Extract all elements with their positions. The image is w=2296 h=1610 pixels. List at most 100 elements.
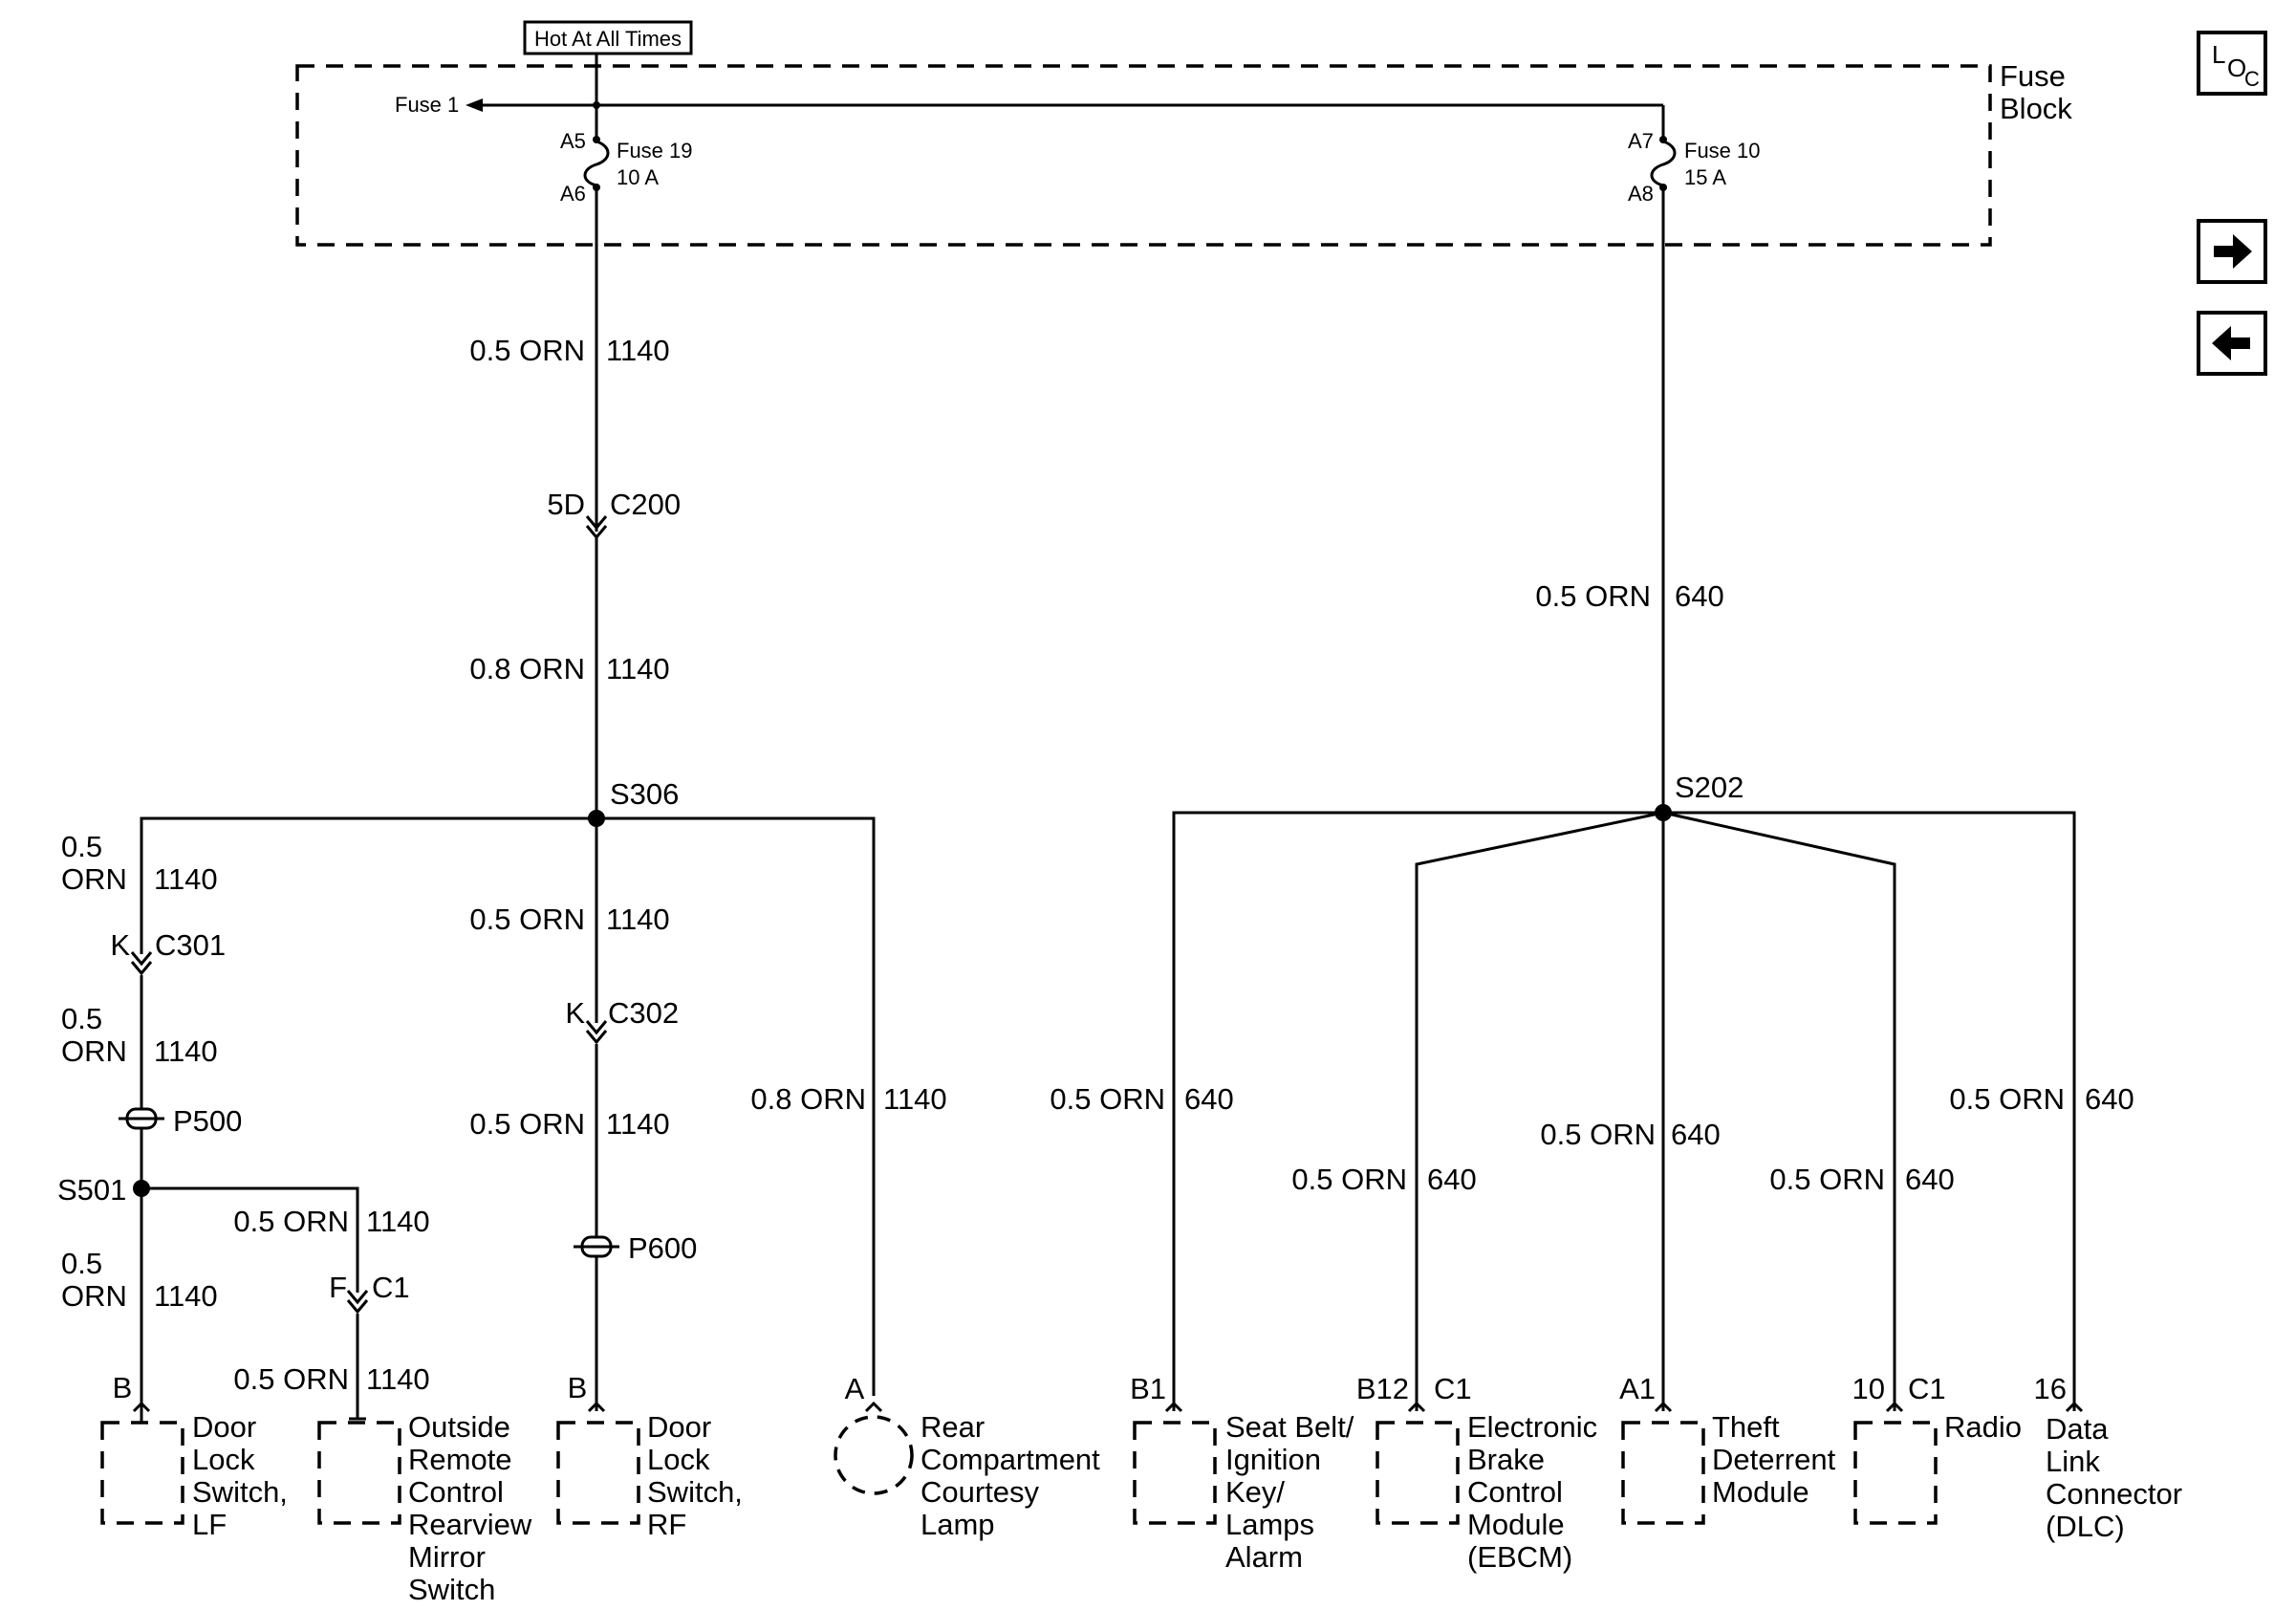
p500-label: P500 — [173, 1104, 242, 1138]
radio-w: 0.5 ORN — [1769, 1163, 1885, 1196]
ebcm-comp-5: (EBCM) — [1467, 1540, 1572, 1574]
seat-circ: 640 — [1184, 1082, 1234, 1116]
mirror-c1-pin: F — [329, 1271, 347, 1304]
back-arrow-icon — [2212, 326, 2250, 360]
c302-name: C302 — [608, 996, 679, 1030]
mirror-w2: 0.5 ORN — [233, 1362, 349, 1396]
ebcm-module — [1375, 1421, 1460, 1525]
theft-w: 0.5 ORN — [1540, 1118, 1656, 1151]
ebcm-pin: B12 — [1356, 1372, 1409, 1405]
mirror-w1-circ: 1140 — [366, 1205, 430, 1238]
wire-1140-circuit-a: 1140 — [606, 334, 670, 367]
c200-name: C200 — [610, 488, 681, 521]
lf-w2-b: ORN — [61, 1034, 127, 1068]
fuse10-name: Fuse 10 — [1684, 139, 1761, 163]
fuse19-name: Fuse 19 — [617, 139, 693, 163]
wire-1140-gauge-b: 0.8 ORN — [469, 652, 585, 685]
mirror-comp-2: Remote — [408, 1443, 512, 1476]
theft-deterrent-module — [1621, 1421, 1705, 1525]
seat-comp-2: Ignition — [1225, 1443, 1321, 1476]
rf-pin: B — [568, 1371, 588, 1404]
seat-w: 0.5 ORN — [1050, 1082, 1165, 1116]
theft-comp-2: Deterrent — [1712, 1443, 1836, 1476]
mirror-comp-5: Mirror — [408, 1540, 486, 1574]
s202-label: S202 — [1675, 771, 1744, 804]
loc-letter-l: L — [2212, 40, 2226, 69]
c301-pin: K — [110, 928, 130, 962]
lamp-comp-1: Rear — [921, 1410, 985, 1444]
lf-w1-b: ORN — [61, 862, 127, 896]
fuse19-pin-in: A5 — [560, 129, 586, 153]
mirror-w1: 0.5 ORN — [233, 1205, 349, 1238]
fuse1-arrow — [466, 98, 483, 112]
dlc-w: 0.5 ORN — [1949, 1082, 2065, 1116]
lamp-w-circ: 1140 — [883, 1082, 947, 1116]
lf-comp-3: Switch, — [192, 1475, 288, 1509]
fuse1-label: Fuse 1 — [395, 93, 459, 117]
radio — [1853, 1421, 1938, 1525]
wire-1140-circuit-b: 1140 — [606, 652, 670, 685]
seat-comp-5: Alarm — [1225, 1540, 1303, 1574]
ebcm-circ: 640 — [1427, 1163, 1477, 1196]
mirror-w2-circ: 1140 — [366, 1362, 430, 1396]
mirror-comp-4: Rearview — [408, 1508, 532, 1541]
mirror-comp-6: Switch — [408, 1573, 495, 1606]
fuse10-rating: 15 A — [1684, 165, 1726, 189]
fuse10-pin-in: A7 — [1628, 129, 1654, 153]
rf-comp-3: Switch, — [647, 1475, 743, 1509]
lf-door-lock-switch — [100, 1421, 184, 1525]
rf-comp-2: Lock — [647, 1443, 710, 1476]
rf-w2-circ: 1140 — [606, 1107, 670, 1141]
fuse19-rating: 10 A — [617, 165, 659, 189]
dlc-comp-4: (DLC) — [2046, 1510, 2125, 1543]
lamp-w: 0.8 ORN — [750, 1082, 866, 1116]
fuse-19 — [583, 105, 610, 382]
theft-circ: 640 — [1671, 1118, 1721, 1151]
rf-comp-1: Door — [647, 1410, 711, 1444]
hot-label: Hot At All Times — [534, 27, 682, 51]
c301-connector — [130, 951, 153, 976]
rf-w1-circ: 1140 — [606, 903, 670, 936]
p600-label: P600 — [628, 1231, 697, 1265]
wire-640-gauge: 0.5 ORN — [1535, 579, 1651, 613]
ebcm-conn: C1 — [1434, 1372, 1472, 1405]
lf-comp-2: Lock — [192, 1443, 255, 1476]
lf-w3-a: 0.5 — [61, 1247, 102, 1280]
radio-circ: 640 — [1905, 1163, 1955, 1196]
mirror-comp-1: Outside — [408, 1410, 510, 1444]
seat-comp-3: Key/ — [1225, 1475, 1285, 1509]
c301-name: C301 — [155, 928, 226, 962]
ebcm-comp-2: Brake — [1467, 1443, 1545, 1476]
p500-passthrough — [119, 1107, 164, 1130]
radio-comp-1: Radio — [1944, 1410, 2022, 1444]
radio-pin: 10 — [1852, 1372, 1885, 1405]
lf-w3-circ: 1140 — [154, 1279, 218, 1313]
lf-w2-a: 0.5 — [61, 1002, 102, 1035]
forward-button[interactable] — [2197, 219, 2267, 284]
dlc-comp-2: Link — [2046, 1445, 2100, 1478]
c200-connector — [585, 382, 608, 818]
s501-label: S501 — [57, 1173, 126, 1207]
lamp-comp-2: Compartment — [921, 1443, 1100, 1476]
lf-w3-b: ORN — [61, 1279, 127, 1313]
dlc-circ: 640 — [2085, 1082, 2134, 1116]
wire-1140-gauge-a: 0.5 ORN — [469, 334, 585, 367]
lf-w2-circ: 1140 — [154, 1034, 218, 1068]
theft-pin: A1 — [1619, 1372, 1656, 1405]
seat-comp-4: Lamps — [1225, 1508, 1314, 1541]
c1-mirror-connector — [346, 1290, 369, 1315]
rf-door-lock-switch — [556, 1421, 640, 1525]
c302-connector — [585, 1020, 608, 1045]
rf-w2: 0.5 ORN — [469, 1107, 585, 1141]
lamp-comp-4: Lamp — [921, 1508, 995, 1541]
mirror-comp-3: Control — [408, 1475, 504, 1509]
seat-belt-alarm-module — [1133, 1421, 1217, 1525]
ebcm-w: 0.5 ORN — [1291, 1163, 1407, 1196]
ebcm-comp-1: Electronic — [1467, 1410, 1597, 1444]
radio-conn: C1 — [1908, 1372, 1946, 1405]
component-locator-button[interactable]: L O C — [2197, 31, 2267, 96]
lamp-pin: A — [845, 1372, 865, 1405]
lf-pin: B — [113, 1371, 133, 1404]
theft-comp-3: Module — [1712, 1475, 1809, 1509]
back-button[interactable] — [2197, 311, 2267, 376]
